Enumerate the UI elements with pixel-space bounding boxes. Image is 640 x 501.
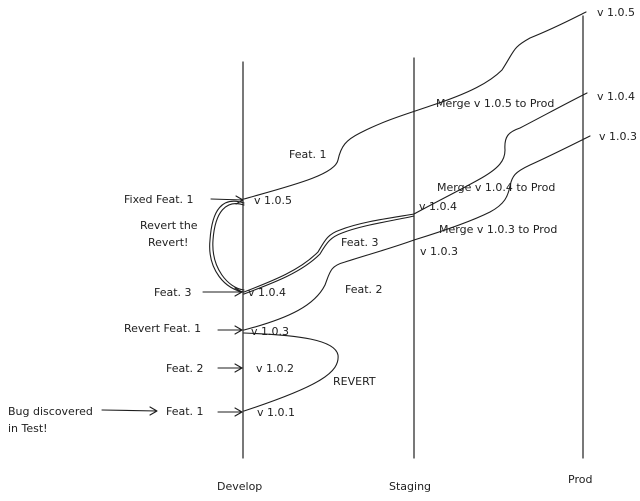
feat2-branch-line [243, 135, 591, 331]
revert-the-revert-curve [209, 200, 245, 293]
develop-version-104: v 1.0.4 [248, 286, 286, 299]
bug-arrow [101, 406, 158, 416]
branch-feat1-label: Feat. 1 [289, 148, 327, 161]
merge-103-label: Merge v 1.0.3 to Prod [439, 223, 557, 236]
develop-lane-label: Develop [217, 480, 262, 493]
revert-the-revert-label-1: Revert the [140, 219, 198, 232]
prod-version-104: v 1.0.4 [597, 90, 635, 103]
fixed-feat1-arrow [210, 195, 244, 205]
prod-lane-label: Prod [568, 473, 592, 486]
feat3-branch-line [243, 92, 588, 293]
revert-curve [243, 332, 339, 412]
feat2-arrow [217, 363, 243, 373]
staging-version-103: v 1.0.3 [420, 245, 458, 258]
merge-104-label: Merge v 1.0.4 to Prod [437, 181, 555, 194]
prod-version-103: v 1.0.3 [599, 130, 637, 143]
feat3-arrow [202, 287, 243, 297]
feat2-label: Feat. 2 [166, 362, 204, 375]
revert-the-revert-label-2: Revert! [148, 236, 188, 249]
revert-feat1-label: Revert Feat. 1 [124, 322, 201, 335]
feat3-branch-line-2 [243, 215, 415, 295]
staging-version-104: v 1.0.4 [419, 200, 457, 213]
branch-revert-label: REVERT [333, 375, 376, 388]
feat1-branch-line [243, 11, 587, 200]
bug-label-2: in Test! [8, 422, 48, 435]
develop-version-105: v 1.0.5 [254, 194, 292, 207]
develop-version-103: v 1.0.3 [251, 325, 289, 338]
revert-feat1-arrow [217, 325, 243, 335]
branch-feat2-label: Feat. 2 [345, 283, 383, 296]
feat1-arrow [217, 407, 243, 417]
branch-feat3-label: Feat. 3 [341, 236, 379, 249]
revert-the-revert-curve-2 [212, 203, 245, 291]
prod-version-105: v 1.0.5 [597, 6, 635, 19]
fixed-feat1-label: Fixed Feat. 1 [124, 193, 194, 206]
feat3-label: Feat. 3 [154, 286, 192, 299]
staging-lane-label: Staging [389, 480, 431, 493]
feat1-label: Feat. 1 [166, 405, 204, 418]
merge-105-label: Merge v 1.0.5 to Prod [436, 97, 554, 110]
develop-version-102: v 1.0.2 [256, 362, 294, 375]
bug-label-1: Bug discovered [8, 405, 93, 418]
develop-version-101: v 1.0.1 [257, 406, 295, 419]
